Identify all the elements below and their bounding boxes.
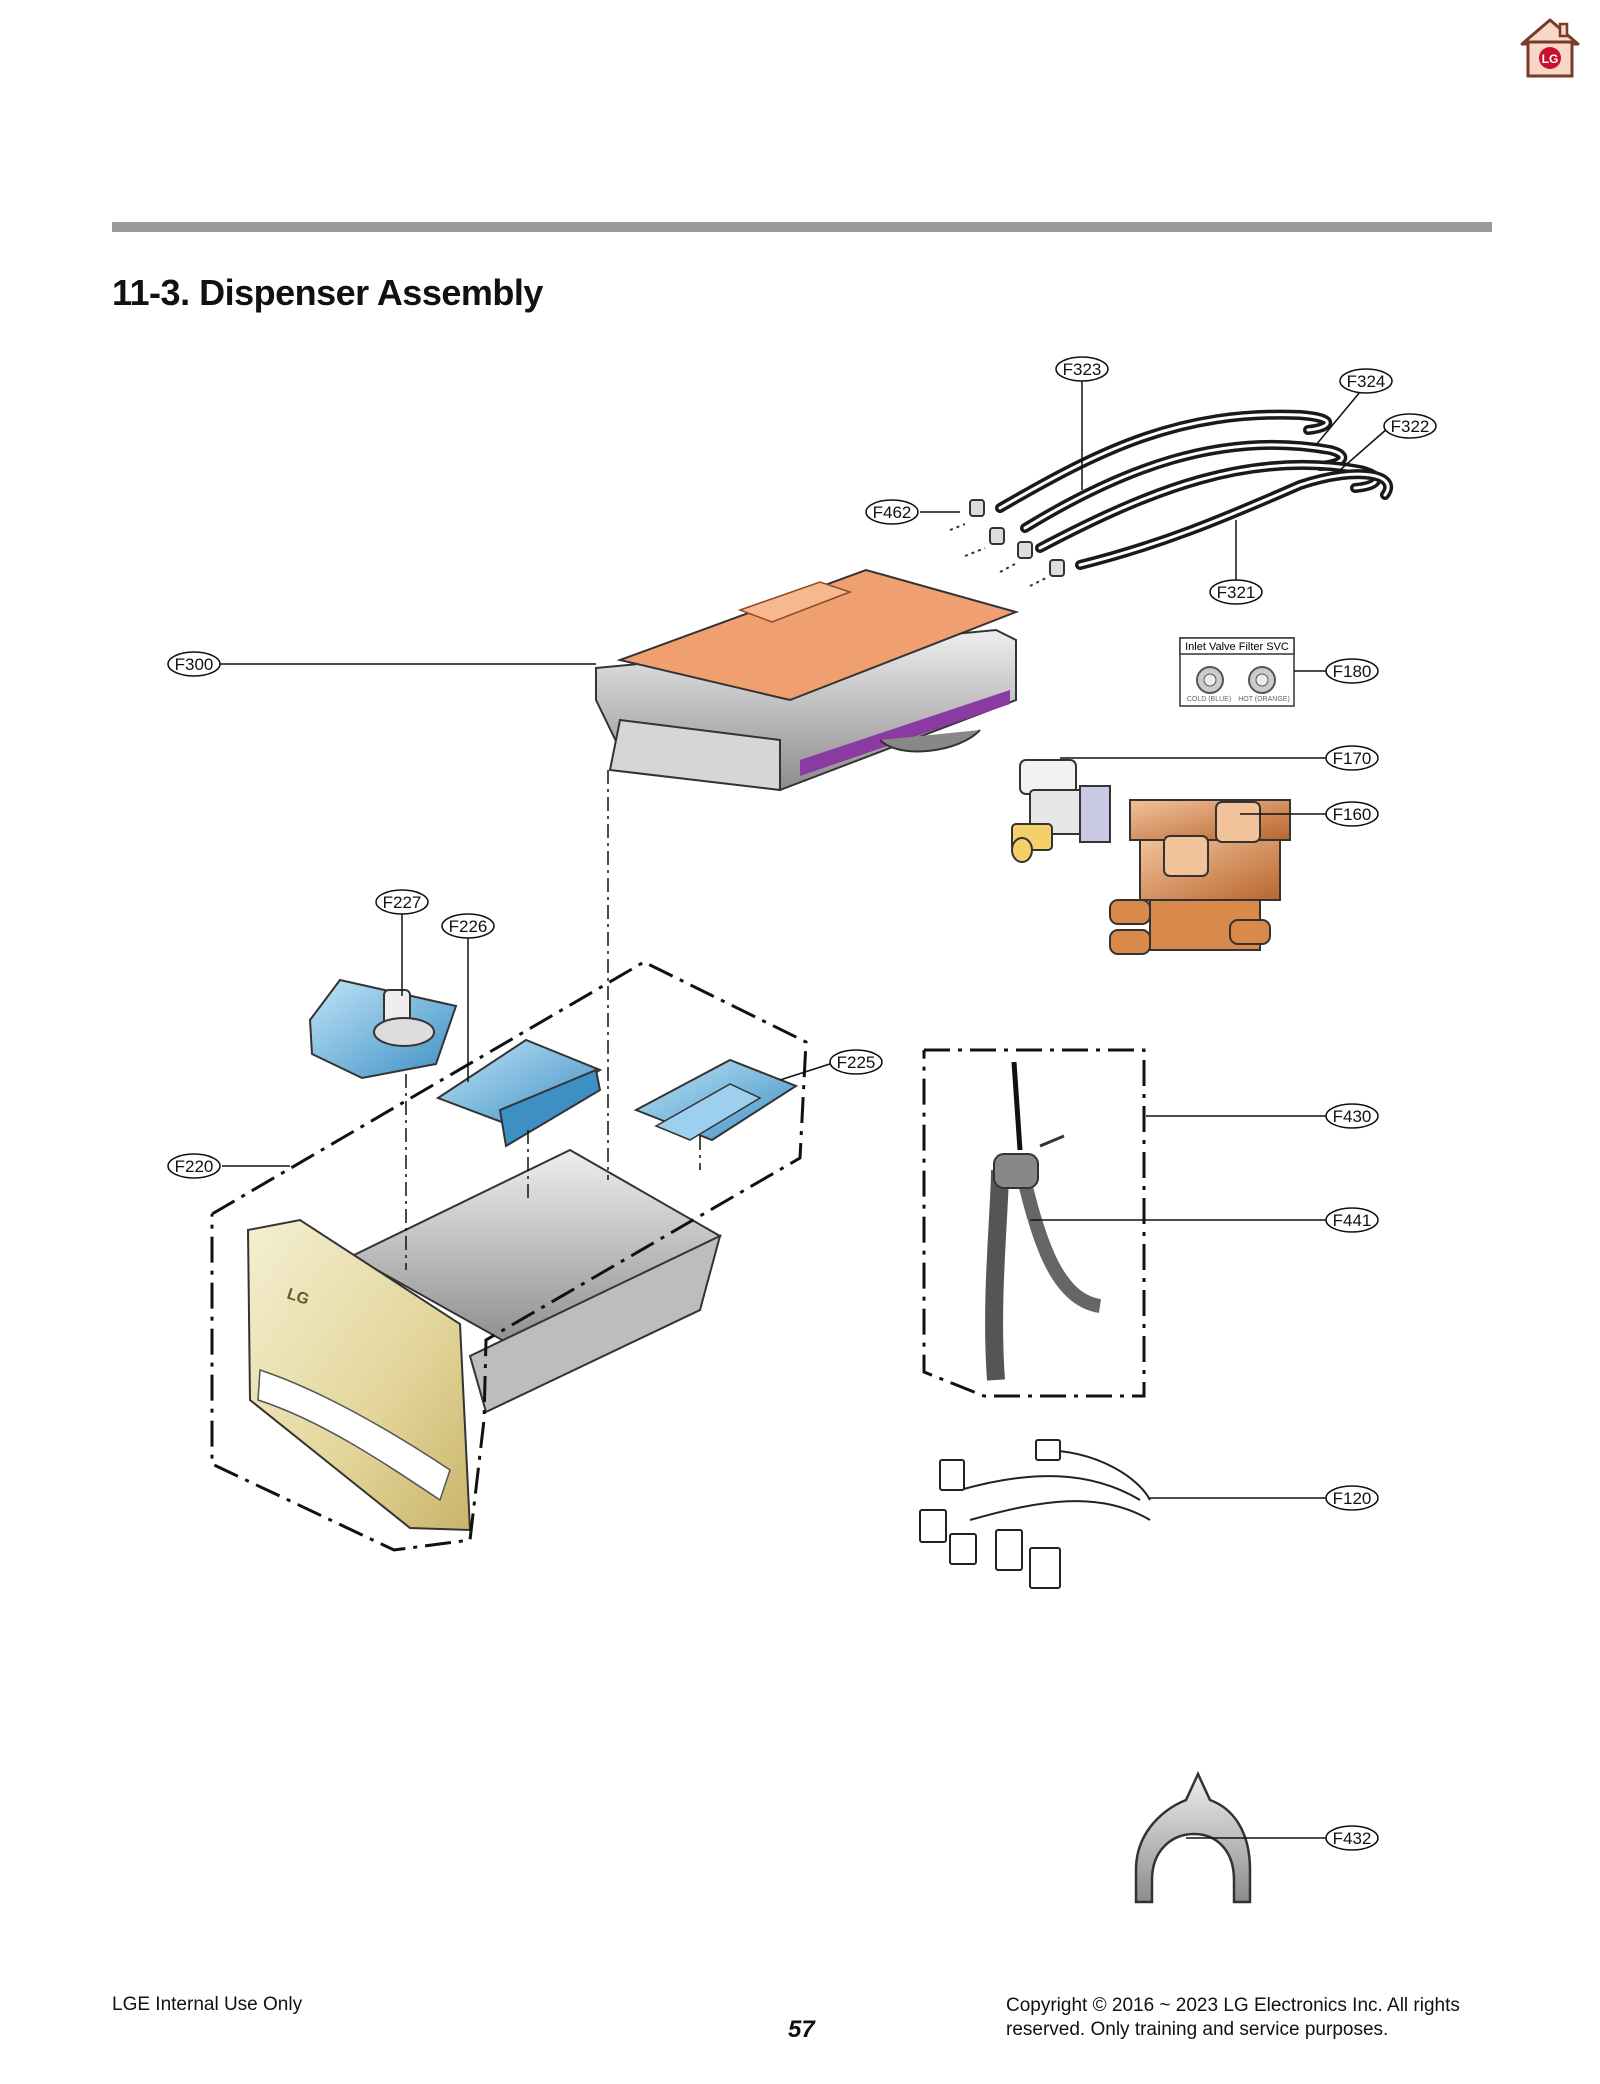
callout-f225: F225 — [829, 1049, 883, 1075]
inlet-hoses — [995, 409, 1394, 570]
callout-f323: F323 — [1055, 356, 1109, 382]
hose-clip — [1134, 1771, 1252, 1904]
filter-card-title: Inlet Valve Filter SVC — [1185, 641, 1289, 653]
svg-text:F220: F220 — [175, 1157, 214, 1176]
drain-hose — [985, 1061, 1102, 1381]
callout-f160: F160 — [1325, 801, 1379, 827]
svg-text:F170: F170 — [1333, 749, 1372, 768]
single-inlet-valve — [1011, 759, 1111, 863]
callout-f441: F441 — [1325, 1207, 1379, 1233]
detergent-insert — [435, 1038, 603, 1148]
callout-f321: F321 — [1209, 579, 1263, 605]
footer-internal-use: LGE Internal Use Only — [112, 1994, 303, 2015]
softener-cap — [308, 978, 458, 1080]
page-number: 57 — [788, 2016, 815, 2043]
inlet-valve-filter-card — [1179, 637, 1295, 707]
assembly-boundaries — [210, 960, 1146, 1552]
callout-f432: F432 — [1325, 1825, 1379, 1851]
svg-text:F323: F323 — [1063, 360, 1102, 379]
home-button[interactable]: LG — [1516, 14, 1584, 82]
copyright-line-2: reserved. Only training and service purp… — [1006, 2019, 1389, 2040]
filter-card-cold-label: COLD (BLUE) — [1187, 696, 1231, 703]
lg-home-icon: LG — [1520, 18, 1580, 78]
svg-text:LG: LG — [1542, 52, 1559, 66]
svg-text:F322: F322 — [1391, 417, 1430, 436]
svg-text:F300: F300 — [175, 655, 214, 674]
callout-f322: F322 — [1383, 413, 1437, 439]
svg-text:F225: F225 — [837, 1053, 876, 1072]
filter-card-hot-label: HOT (ORANGE) — [1238, 696, 1290, 703]
copyright-line-1: Copyright © 2016 ~ 2023 LG Electronics I… — [1006, 1995, 1460, 2016]
callout-f220: F220 — [167, 1153, 221, 1179]
callout-f227: F227 — [375, 889, 429, 915]
callout-f120: F120 — [1325, 1485, 1379, 1511]
svg-text:F430: F430 — [1333, 1107, 1372, 1126]
callout-f180: F180 — [1325, 658, 1379, 684]
svg-text:F226: F226 — [449, 917, 488, 936]
callout-f324: F324 — [1339, 368, 1393, 394]
section-divider — [112, 222, 1492, 232]
wire-harness — [919, 1439, 1151, 1589]
svg-text:F432: F432 — [1333, 1829, 1372, 1848]
leader-lines — [220, 381, 1389, 1839]
svg-text:F120: F120 — [1333, 1489, 1372, 1508]
double-inlet-valve — [1109, 799, 1291, 955]
callout-f226: F226 — [441, 913, 495, 939]
assembly-guides — [405, 770, 701, 1270]
callout-f170: F170 — [1325, 745, 1379, 771]
callouts: F323 F324 F322 F462 F321 F300 F180 F170 — [167, 356, 1437, 1851]
svg-text:F441: F441 — [1333, 1211, 1372, 1230]
callout-f462: F462 — [865, 499, 919, 525]
bleach-insert — [633, 1058, 799, 1142]
svg-text:F180: F180 — [1333, 662, 1372, 681]
hose-clamps — [949, 499, 1065, 587]
drawer-logo: LG — [285, 1286, 311, 1309]
callout-f300: F300 — [167, 651, 221, 677]
dispenser-housing — [595, 568, 1020, 792]
svg-text:F324: F324 — [1347, 372, 1386, 391]
svg-text:F321: F321 — [1217, 583, 1256, 602]
callout-f430: F430 — [1325, 1103, 1379, 1129]
footer-copyright: Copyright © 2016 ~ 2023 LG Electronics I… — [1006, 1994, 1506, 2042]
section-title: 11-3. Dispenser Assembly — [112, 272, 543, 313]
svg-text:F160: F160 — [1333, 805, 1372, 824]
svg-text:F462: F462 — [873, 503, 912, 522]
svg-text:F227: F227 — [383, 893, 422, 912]
drawer-assembly — [246, 1148, 723, 1532]
